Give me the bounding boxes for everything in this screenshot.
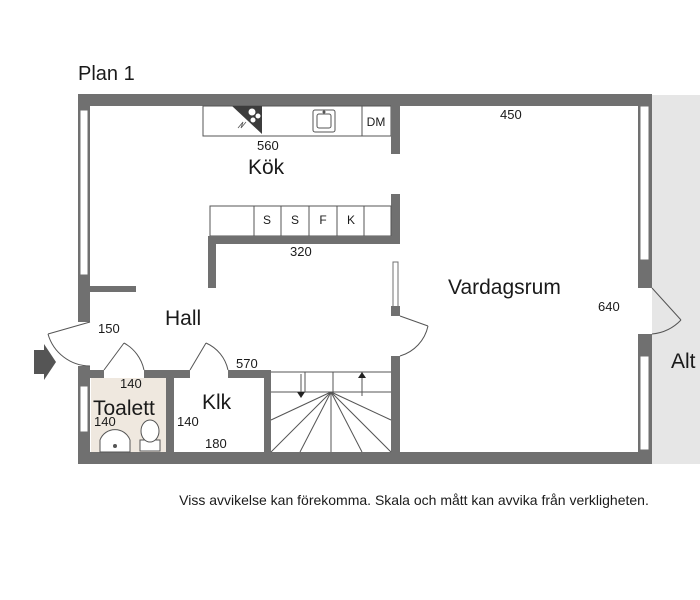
room-living: Vardagsrum xyxy=(448,276,561,299)
appliance-fridge-label: F xyxy=(319,213,326,227)
dim-closet-depth: 140 xyxy=(177,414,199,429)
dim-cabinet-width: 320 xyxy=(290,244,312,259)
dim-closet-width: 180 xyxy=(205,436,227,451)
wc-icon xyxy=(139,419,161,452)
entrance-arrow-icon xyxy=(34,344,56,380)
wall-kitchen-living xyxy=(391,94,400,154)
wall-toilet-closet xyxy=(166,370,174,452)
appliance-s1-label: S xyxy=(263,213,271,227)
sink-icon xyxy=(99,429,131,453)
window-left-toilet xyxy=(79,385,89,433)
dim-living-depth: 640 xyxy=(598,299,620,314)
staircase xyxy=(270,371,392,453)
window-right-upper xyxy=(639,105,650,261)
appliance-freezer-label: K xyxy=(347,213,355,227)
dishwasher-label: DM xyxy=(367,115,386,129)
plan-title: Plan 1 xyxy=(78,63,135,85)
dim-living-width: 450 xyxy=(500,107,522,122)
dim-toilet-depth: 140 xyxy=(94,414,116,429)
disclaimer-text: Viss avvikelse kan förekomma. Skala och … xyxy=(179,492,649,508)
closet-door xyxy=(189,342,229,371)
wall-cabinet-bottom xyxy=(210,236,400,244)
terrace-area xyxy=(652,95,700,464)
window-left-upper xyxy=(79,109,89,276)
balcony-door-opening xyxy=(638,288,652,334)
wall-cabinet-right xyxy=(391,194,400,238)
kitchen-counter xyxy=(202,105,392,137)
room-toilet: Toalett xyxy=(93,397,155,420)
living-door xyxy=(399,315,429,357)
interior-glass-wall xyxy=(392,261,399,313)
window-right-lower xyxy=(639,355,650,451)
wall-stair-right xyxy=(391,356,400,452)
dim-toilet-width: 140 xyxy=(120,376,142,391)
appliance-s2-label: S xyxy=(291,213,299,227)
room-cut-label: Alt xyxy=(671,350,696,373)
dim-kitchen-width: 560 xyxy=(257,138,279,153)
room-hall: Hall xyxy=(165,307,201,330)
wall-cabinet-left xyxy=(208,236,216,288)
room-kitchen: Kök xyxy=(248,156,285,179)
wall-closet-stair xyxy=(264,370,271,452)
toilet-door xyxy=(103,342,145,371)
room-closet: Klk xyxy=(202,391,232,414)
entrance-door xyxy=(47,321,91,367)
cabinet-row xyxy=(209,205,392,237)
dim-hall-depth: 570 xyxy=(236,356,258,371)
balcony-door xyxy=(651,287,682,335)
dim-hall-entry: 150 xyxy=(98,321,120,336)
